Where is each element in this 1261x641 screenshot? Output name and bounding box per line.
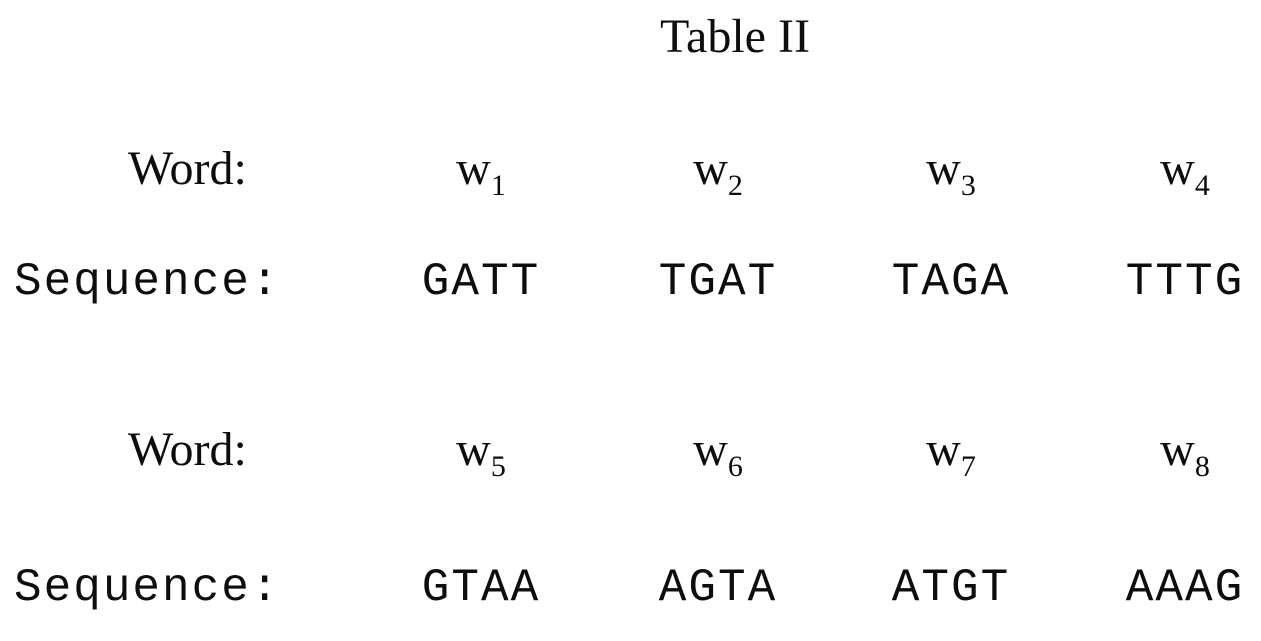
word-subscript: 5: [490, 450, 506, 483]
word-row-1-label: Word:: [128, 142, 247, 195]
word-cell-w6: w6: [693, 423, 743, 482]
sequence-cell: ATGT: [891, 562, 1011, 614]
word-symbol: w: [693, 142, 728, 195]
word-symbol: w: [456, 423, 491, 476]
word-cell-w4: w4: [1160, 142, 1210, 201]
word-cell-w7: w7: [926, 423, 976, 482]
word-symbol: w: [926, 423, 961, 476]
word-symbol: w: [693, 423, 728, 476]
sequence-row-2: Sequence: GTAA AGTA ATGT AAAG: [0, 565, 1261, 625]
word-subscript: 8: [1194, 450, 1210, 483]
word-subscript: 3: [960, 169, 976, 202]
word-cell-w8: w8: [1160, 423, 1210, 482]
sequence-cell: TGAT: [658, 256, 778, 308]
word-subscript: 4: [1194, 169, 1210, 202]
word-symbol: w: [456, 142, 491, 195]
word-cell-w2: w2: [693, 142, 743, 201]
word-symbol: w: [1160, 142, 1195, 195]
word-subscript: 6: [727, 450, 743, 483]
word-subscript: 2: [727, 169, 743, 202]
word-cell-w3: w3: [926, 142, 976, 201]
word-subscript: 1: [490, 169, 506, 202]
word-symbol: w: [926, 142, 961, 195]
sequence-cell: GATT: [421, 256, 541, 308]
sequence-cell: TTTG: [1125, 256, 1245, 308]
sequence-cell: TAGA: [891, 256, 1011, 308]
word-row-1: Word: w1 w2 w3 w4: [0, 145, 1261, 205]
word-cell-w5: w5: [456, 423, 506, 482]
sequence-cell: AAAG: [1125, 562, 1245, 614]
sequence-row-1-label: Sequence:: [14, 256, 281, 308]
word-row-2: Word: w5 w6 w7 w8: [0, 426, 1261, 486]
table-title: Table II: [660, 10, 810, 63]
word-cell-w1: w1: [456, 142, 506, 201]
sequence-row-2-label: Sequence:: [14, 562, 281, 614]
sequence-row-1: Sequence: GATT TGAT TAGA TTTG: [0, 259, 1261, 319]
sequence-cell: AGTA: [658, 562, 778, 614]
sequence-cell: GTAA: [421, 562, 541, 614]
word-subscript: 7: [960, 450, 976, 483]
word-symbol: w: [1160, 423, 1195, 476]
word-row-2-label: Word:: [128, 423, 247, 476]
